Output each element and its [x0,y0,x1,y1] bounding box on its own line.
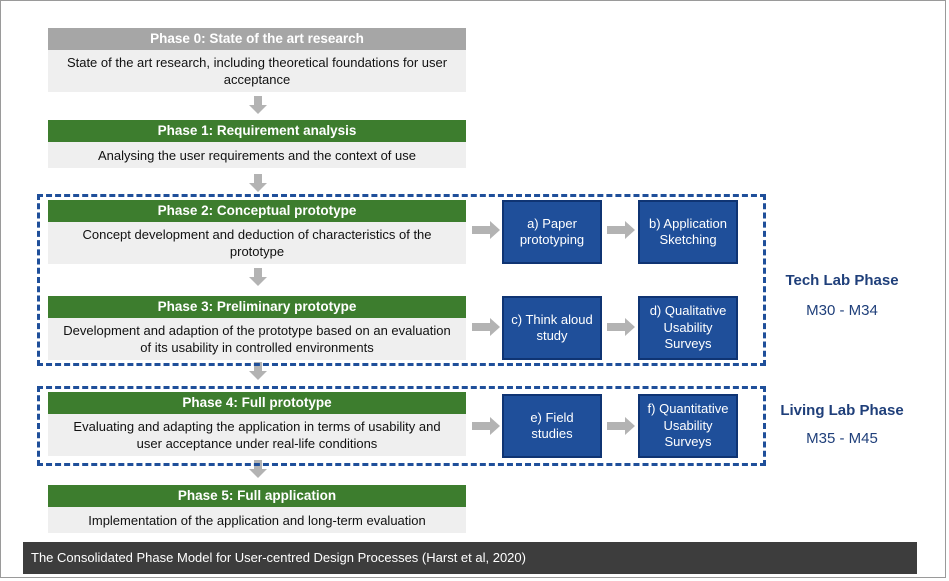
arrow-phase0-to-phase1 [249,96,267,114]
phase-4-description: Evaluating and adapting the application … [48,414,466,456]
arrow-phase1-to-phase2 [249,174,267,192]
method-b-application-sketching: b) Application Sketching [638,200,738,264]
phase-3: Phase 3: Preliminary prototype Developme… [48,296,466,360]
phase-1-title: Phase 1: Requirement analysis [48,120,466,142]
method-d-qualitative-surveys: d) Qualitative Usability Surveys [638,296,738,360]
phase-5-description: Implementation of the application and lo… [48,507,466,533]
method-f-quantitative-surveys: f) Quantitative Usability Surveys [638,394,738,458]
method-e-field-studies: e) Field studies [502,394,602,458]
phase-0: Phase 0: State of the art research State… [48,28,466,92]
phase-0-description: State of the art research, including the… [48,50,466,92]
phase-2: Phase 2: Conceptual prototype Concept de… [48,200,466,264]
method-c-think-aloud: c) Think aloud study [502,296,602,360]
tech-lab-boundary [37,194,766,366]
phase-3-title: Phase 3: Preliminary prototype [48,296,466,318]
living-lab-title: Living Lab Phase [780,402,904,419]
phase-5: Phase 5: Full application Implementation… [48,485,466,533]
phase-2-title: Phase 2: Conceptual prototype [48,200,466,222]
phase-2-description: Concept development and deduction of cha… [48,222,466,264]
living-lab-range: M35 - M45 [806,430,878,447]
phase-5-title: Phase 5: Full application [48,485,466,507]
method-a-paper-prototyping: a) Paper prototyping [502,200,602,264]
tech-lab-range: M30 - M34 [806,302,878,319]
phase-1-description: Analysing the user requirements and the … [48,142,466,168]
phase-1: Phase 1: Requirement analysis Analysing … [48,120,466,168]
phase-3-description: Development and adaption of the prototyp… [48,318,466,360]
figure-caption: The Consolidated Phase Model for User-ce… [23,542,917,574]
phase-4-title: Phase 4: Full prototype [48,392,466,414]
phase-4: Phase 4: Full prototype Evaluating and a… [48,392,466,456]
phase-0-title: Phase 0: State of the art research [48,28,466,50]
tech-lab-title: Tech Lab Phase [785,272,899,289]
living-lab-boundary [37,386,766,466]
